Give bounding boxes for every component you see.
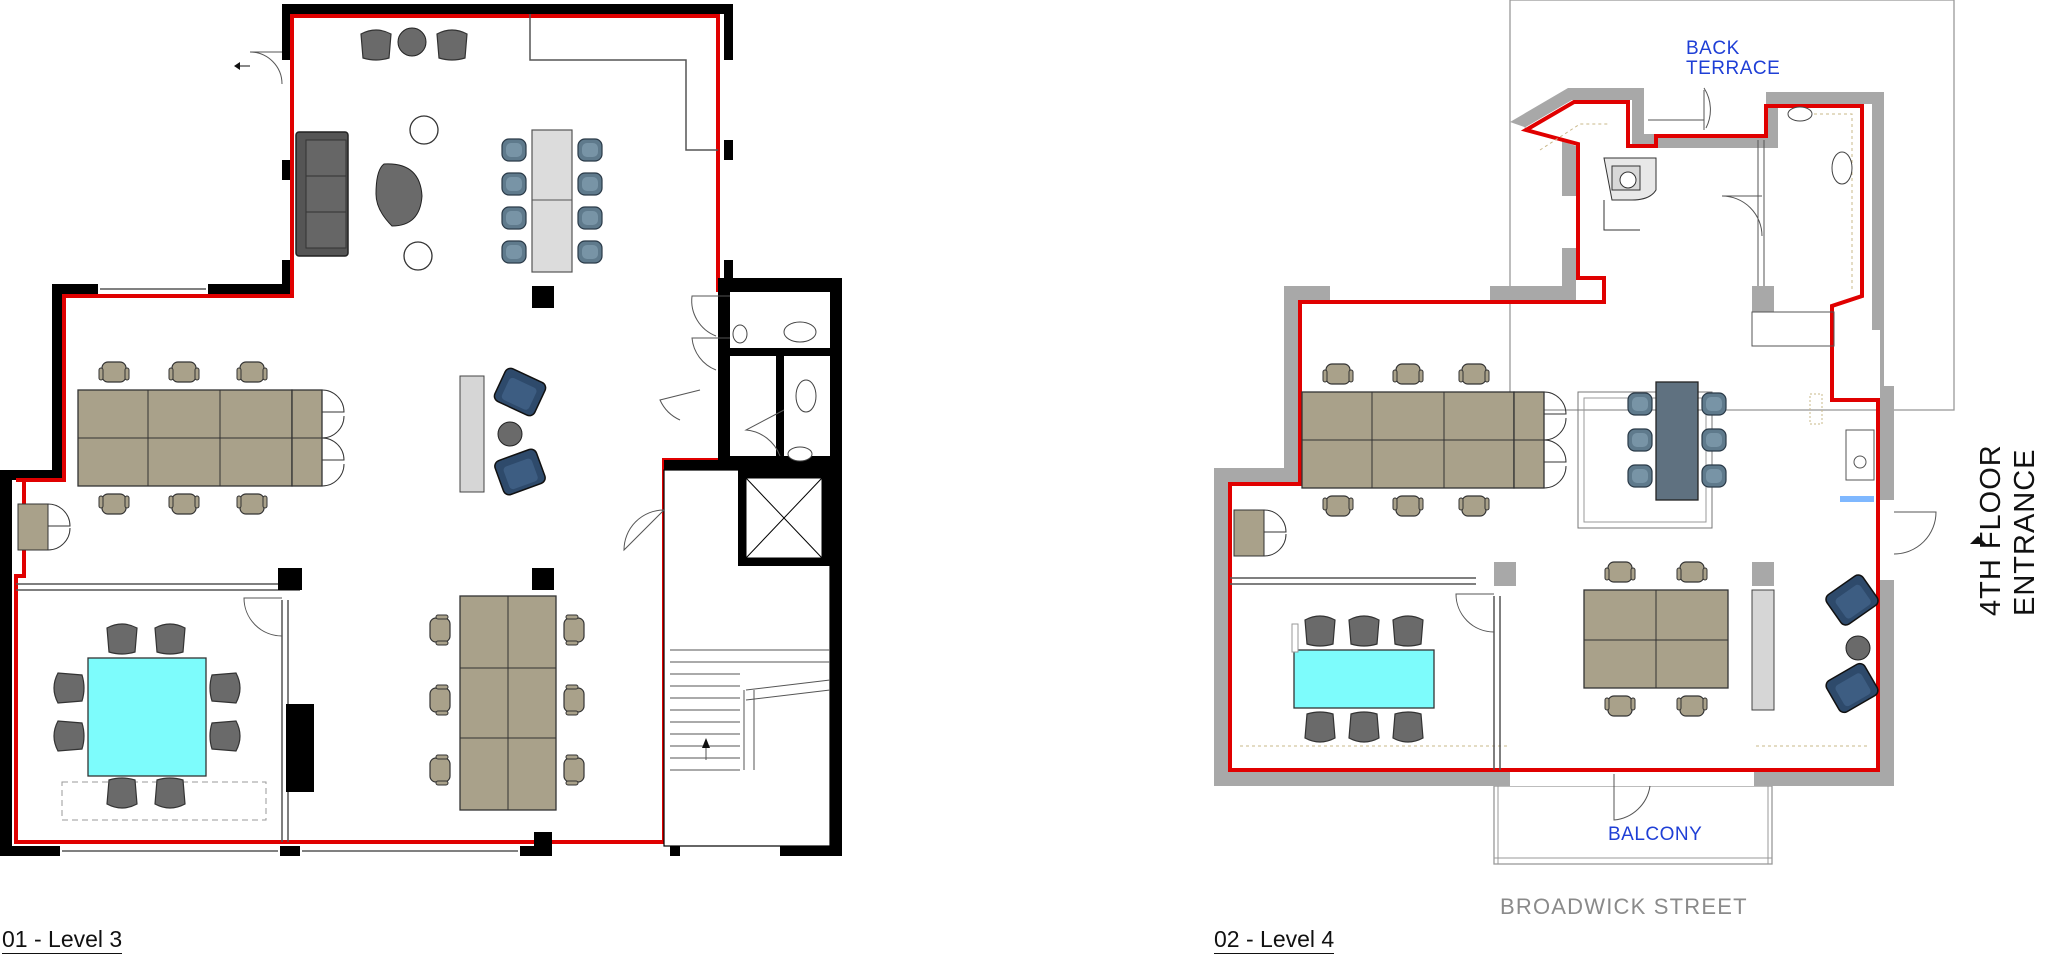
label-balcony: BALCONY: [1608, 824, 1702, 845]
plan-level-4: BACK TERRACE BALCONY BROADWICK STREET 4T…: [1214, 0, 2041, 919]
l3-bench-desks: [17, 361, 345, 551]
caption-level-4: 02 - Level 4: [1214, 926, 1335, 954]
l4-windows: [1330, 120, 1894, 786]
label-terrace: TERRACE: [1686, 58, 1780, 79]
l3-breakout: [459, 365, 549, 498]
l4-desk-cluster: [1583, 561, 1729, 717]
label-back: BACK: [1686, 38, 1740, 59]
l4-breakout: [1822, 571, 1882, 716]
caption-level-3: 01 - Level 3: [2, 926, 123, 954]
entrance-arrow-icon: [1970, 536, 1986, 544]
label-entrance-line2: ENTRANCE: [2009, 448, 2041, 616]
l3-lounge: [295, 27, 468, 271]
label-street: BROADWICK STREET: [1500, 894, 1748, 919]
l4-meeting-table: [1291, 615, 1435, 743]
plan-level-3: [0, 4, 842, 856]
label-entrance-line1: 4TH FLOOR: [1975, 444, 2007, 616]
l3-desk-cluster-blue: [501, 129, 603, 273]
l4-lift: [1603, 157, 1657, 231]
l3-wc: [623, 278, 842, 552]
l4-bench-desks: [1233, 363, 1567, 557]
l4-dark-table: [1627, 381, 1727, 501]
l3-stair-core: [663, 469, 831, 847]
l3-meeting-room-walls: [16, 568, 314, 842]
l3-meeting-table: [53, 623, 241, 809]
l3-desk-cluster-lower: [429, 595, 585, 811]
l4-boundary: [1228, 100, 1880, 772]
